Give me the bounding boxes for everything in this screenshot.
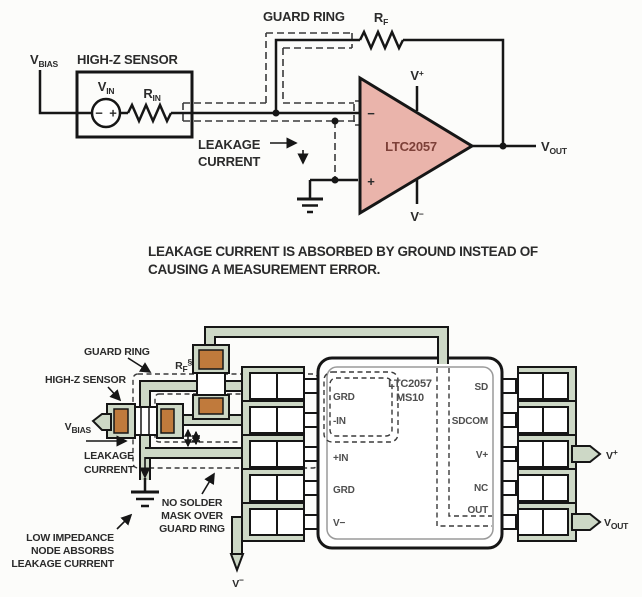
ic-body [316,356,504,550]
feedback-dashed-route [323,368,492,527]
pcb-vminus-label: V− [232,575,244,590]
vbias-label: VBIAS [30,52,59,69]
source-minus-sign: − [95,106,103,121]
pcb-rf-label: RF§ [175,357,192,374]
vin-source [90,97,122,129]
junction-dot [331,176,339,184]
rin-label: RIN [143,86,160,103]
vin-label: VIN [98,79,115,96]
pcb-layout: LTC2057 MS10 GRD -IN +IN GRD V− SD SDCOM… [11,326,629,590]
opamp-name: LTC2057 [385,139,437,154]
ground-symbol [297,180,323,214]
pcb-leakage-line1: LEAKAGE [84,450,134,462]
caption-line1: LEAKAGE CURRENT IS ABSORBED BY GROUND IN… [148,244,538,259]
top-schematic: − + LTC2057 − + VBIAS HIGH-Z SENSOR VIN … [30,9,568,277]
rf-label: RF [374,10,388,27]
highz-sensor-component [106,403,184,439]
vplus-trace-flag [571,445,602,463]
vplus-label: V+ [410,68,423,83]
ic-pin-minus-in: -IN [333,416,346,427]
junction-dot [499,142,507,150]
guard-ring-dashed [182,32,362,180]
no-solder-line3: GUARD RING [159,523,225,535]
vbias-trace-flag [91,413,112,431]
junction-dot [272,109,280,117]
pcb-guard-ring-label: GUARD RING [84,346,150,358]
vout-trace-flag [571,513,602,531]
low-impedance-line2: NODE ABSORBS [31,545,114,557]
ic-pin-grd-2: GRD [333,485,355,496]
pcb-annotation-arrows [86,357,215,530]
ic-inner-outline [326,366,494,540]
low-impedance-line3: LEAKAGE CURRENT [11,558,114,570]
opamp-minus-input: − [367,106,375,121]
no-solder-line1: NO SOLDER [162,497,223,509]
rin-resistor [126,101,173,125]
pcb-vbias-label: VBIAS [65,421,92,435]
pcb-sensor-label: HIGH-Z SENSOR [45,374,126,386]
leakage-label-line1: LEAKAGE [198,137,261,152]
rf-component [192,344,230,420]
pcb-vout-label: VOUT [604,517,629,531]
ic-pin-sd: SD [475,382,489,393]
ic-pin-vplus: V+ [476,450,488,461]
guard-ring-label: GUARD RING [263,9,345,24]
caption-line2: CAUSING A MEASUREMENT ERROR. [148,262,380,277]
ic-pin-out: OUT [467,505,488,516]
leakage-label-line2: CURRENT [198,154,260,169]
opamp-triangle [358,75,475,216]
vout-label: VOUT [541,139,568,156]
ic-pin-sdcom: SDCOM [452,416,488,427]
pcb-leakage-line2: CURRENT [84,464,135,476]
source-plus-sign: + [109,106,117,121]
ic-pin-vminus: V− [333,518,345,529]
junction-dot [331,117,339,125]
low-impedance-line1: LOW IMPEDANCE [26,532,114,544]
ic-pin-grd-1: GRD [333,392,355,403]
ic-pin-plus-in: +IN [333,453,348,464]
sensor-title: HIGH-Z SENSOR [77,52,178,67]
vminus-trace-tip [229,553,245,573]
leakage-arrow [270,137,309,165]
vminus-label: V− [410,209,423,224]
rf-resistor [358,28,405,52]
ic-name: LTC2057 [388,378,432,390]
opamp-plus-input: + [367,174,375,189]
ic-pin-nc: NC [474,483,488,494]
pcb-vplus-label: V+ [606,447,618,462]
ic-package: MS10 [396,392,424,404]
no-solder-line2: MASK OVER [161,510,223,522]
sensor-box [75,70,194,139]
pcb-ground-symbol [131,478,159,508]
